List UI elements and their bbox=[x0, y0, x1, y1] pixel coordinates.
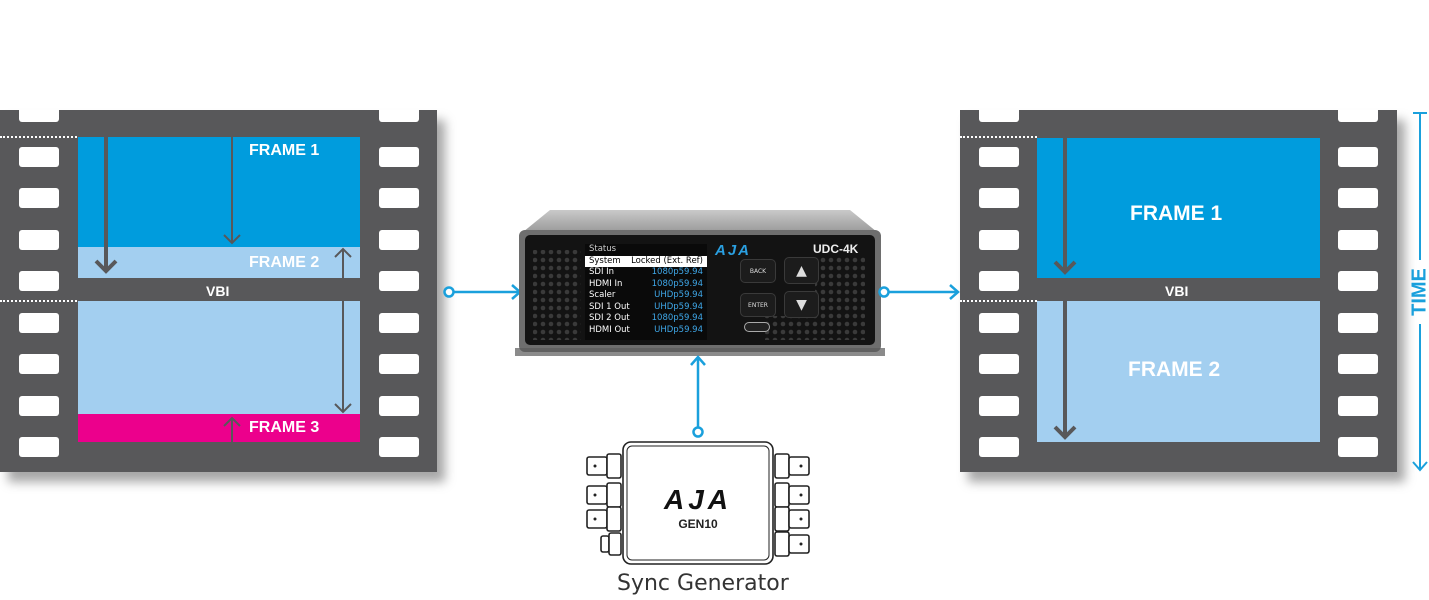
output-connector-arrow bbox=[878, 284, 960, 300]
enter-button[interactable]: ENTER bbox=[740, 293, 776, 317]
sprocket-hole bbox=[1338, 313, 1378, 333]
frame-1-label: FRAME 1 bbox=[1130, 202, 1223, 225]
double-arrow-icon bbox=[334, 247, 352, 414]
time-label: TIME bbox=[1408, 268, 1429, 316]
sprocket-hole bbox=[1338, 354, 1378, 374]
frame-boundary-dotted-line bbox=[0, 136, 77, 138]
sprocket-hole bbox=[19, 396, 59, 416]
frame-boundary-dotted-line bbox=[0, 300, 77, 302]
gen10-aja-logo: AJA bbox=[663, 484, 732, 515]
frame-boundary-dotted-line bbox=[960, 136, 1037, 138]
thin-down-arrow-icon bbox=[223, 137, 241, 245]
sprocket-hole bbox=[379, 147, 419, 167]
sprocket-hole bbox=[379, 354, 419, 374]
frame-2-label: FRAME 2 bbox=[1128, 358, 1221, 381]
sprocket-notch bbox=[979, 110, 1019, 122]
vbi-label: VBI bbox=[206, 283, 230, 299]
aja-logo: AJA bbox=[715, 242, 752, 259]
sprocket-hole bbox=[19, 313, 59, 333]
sprocket-hole bbox=[979, 230, 1019, 250]
thin-up-arrow-icon bbox=[223, 416, 241, 442]
sprocket-hole bbox=[1338, 437, 1378, 457]
gen10-outline bbox=[586, 441, 810, 565]
thick-down-arrow-icon bbox=[94, 137, 118, 274]
gen10-model-label: GEN10 bbox=[678, 517, 718, 531]
sprocket-hole bbox=[979, 147, 1019, 167]
sync-generator-caption: Sync Generator bbox=[617, 571, 789, 596]
sprocket-hole bbox=[1338, 271, 1378, 291]
down-button[interactable]: ▼ bbox=[784, 291, 819, 318]
sprocket-hole bbox=[979, 188, 1019, 208]
sprocket-hole bbox=[379, 230, 419, 250]
left-film-arrows bbox=[94, 137, 352, 442]
frame-1-label: FRAME 1 bbox=[249, 142, 320, 159]
frame-1-region bbox=[1037, 138, 1320, 278]
vbi-label: VBI bbox=[1165, 283, 1189, 299]
frame-2-lower-region bbox=[78, 301, 360, 414]
input-connector-arrow bbox=[443, 284, 522, 300]
sprocket-hole bbox=[19, 354, 59, 374]
frame-2-region bbox=[1037, 301, 1320, 442]
sprocket-hole bbox=[1338, 147, 1378, 167]
frame-1-region bbox=[78, 137, 360, 247]
frame-boundary-dotted-line bbox=[960, 300, 1037, 302]
screen-title: Status bbox=[589, 244, 617, 254]
sprocket-hole bbox=[979, 313, 1019, 333]
frame-3-label: FRAME 3 bbox=[249, 419, 320, 436]
sprocket-hole bbox=[1338, 396, 1378, 416]
sprocket-hole bbox=[379, 437, 419, 457]
sprocket-notch bbox=[1338, 110, 1378, 122]
sprocket-hole bbox=[1338, 188, 1378, 208]
model-label: UDC-4K bbox=[813, 242, 859, 256]
back-button[interactable]: BACK bbox=[740, 259, 776, 283]
sprocket-hole bbox=[379, 396, 419, 416]
sprocket-hole bbox=[379, 313, 419, 333]
sprocket-hole bbox=[19, 188, 59, 208]
frame-3-region bbox=[78, 414, 360, 442]
sprocket-notch bbox=[379, 110, 419, 122]
sprocket-hole bbox=[379, 271, 419, 291]
right-film-arrows bbox=[1053, 138, 1077, 440]
right-film-strip: FRAME 1 FRAME 2 VBI bbox=[960, 110, 1397, 472]
frame-2-label: FRAME 2 bbox=[249, 254, 320, 271]
time-axis-arrow bbox=[1412, 112, 1428, 472]
sprocket-notch bbox=[19, 110, 59, 122]
sprocket-hole bbox=[19, 147, 59, 167]
sprocket-hole bbox=[979, 437, 1019, 457]
sprocket-hole bbox=[979, 354, 1019, 374]
thick-down-arrow-icon bbox=[1053, 301, 1077, 440]
gen10-sync-generator: AJA GEN10 bbox=[583, 440, 813, 570]
thick-down-arrow-icon bbox=[1053, 138, 1077, 275]
sprocket-hole bbox=[979, 271, 1019, 291]
reference-connector-arrow bbox=[690, 355, 706, 438]
sprocket-hole bbox=[19, 271, 59, 291]
left-film-strip: FRAME 1 FRAME 2 FRAME 3 VBI bbox=[0, 110, 437, 472]
sprocket-hole bbox=[379, 188, 419, 208]
sprocket-hole bbox=[979, 396, 1019, 416]
sprocket-hole bbox=[19, 230, 59, 250]
usb-c-port-icon bbox=[744, 322, 770, 332]
sprocket-hole bbox=[1338, 230, 1378, 250]
frame-2-region bbox=[78, 247, 360, 278]
up-button[interactable]: ▲ bbox=[784, 257, 819, 284]
sprocket-hole bbox=[19, 437, 59, 457]
